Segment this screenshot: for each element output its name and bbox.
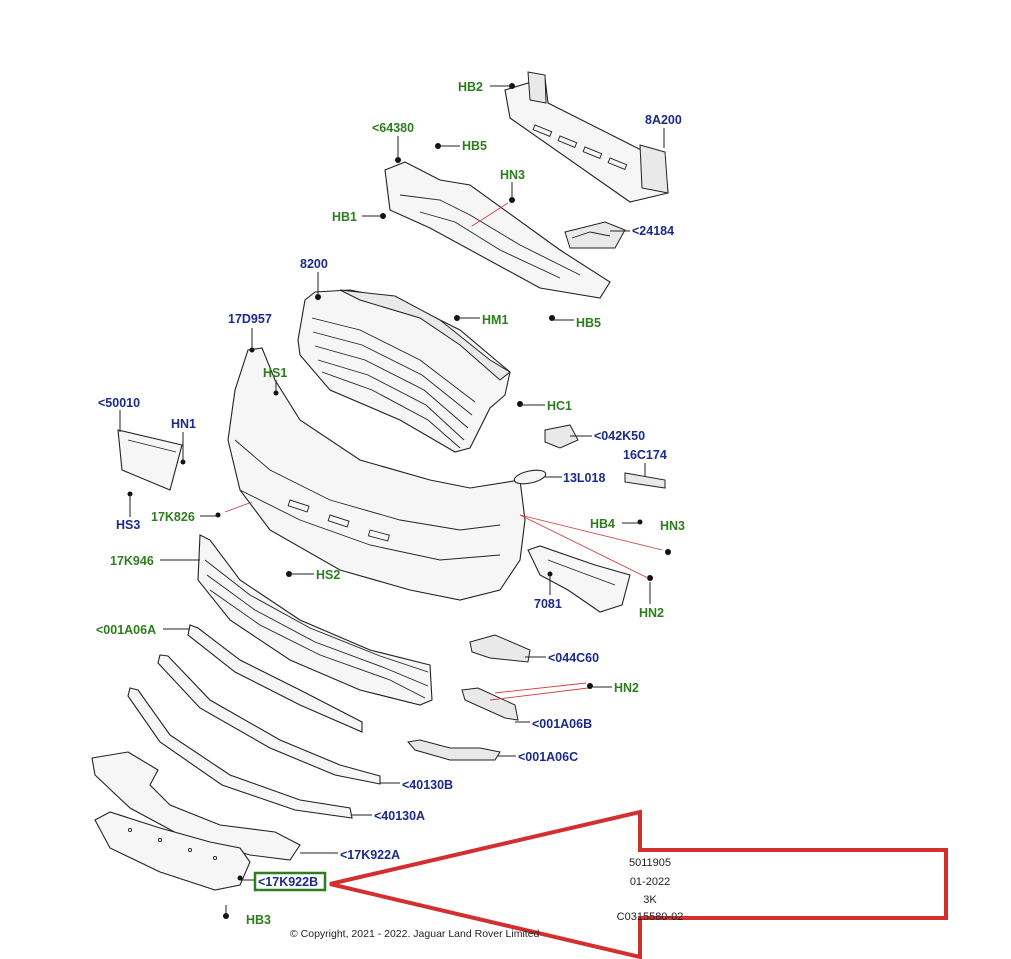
doc-code: C0315580-02 xyxy=(617,911,684,923)
part-17k922b-undertray xyxy=(94,811,251,891)
part-8a200-bracket xyxy=(504,71,669,203)
callout-hc1: HC1 xyxy=(547,399,572,413)
callout-001a06b: <001A06B xyxy=(532,717,592,731)
part-17k922a-undertray xyxy=(91,751,301,861)
doc-revision: 3K xyxy=(643,894,657,906)
callout-8200: 8200 xyxy=(300,257,328,271)
callout-7081: 7081 xyxy=(534,597,562,611)
callout-hs3: HS3 xyxy=(116,518,140,532)
callout-50010: <50010 xyxy=(98,396,140,410)
document-meta: 5011905 01-2022 3K C0315580-02 xyxy=(617,857,684,923)
part-24184-bracket xyxy=(564,221,626,249)
callout-16c174: 16C174 xyxy=(623,448,667,462)
callout-hb5-top: HB5 xyxy=(462,139,487,153)
callout-13l018: 13L018 xyxy=(563,471,605,485)
callout-042k50: <042K50 xyxy=(594,429,645,443)
part-001a06c-trim xyxy=(407,739,501,761)
part-7081-side-bracket xyxy=(527,545,631,613)
part-001a06b-bracket xyxy=(461,687,519,721)
part-50010-plate-bracket xyxy=(117,429,183,491)
callout-24184: <24184 xyxy=(632,224,674,238)
callout-hb2: HB2 xyxy=(458,80,483,94)
part-16c174-strip xyxy=(624,472,666,489)
callout-8a200: 8A200 xyxy=(645,113,682,127)
part-17d957-bumper-cover xyxy=(227,347,526,601)
callout-hm1: HM1 xyxy=(482,313,508,327)
callout-labels: HB2 8A200 <64380 HB5 HN3 HB1 <24184 8200… xyxy=(96,80,685,927)
callout-hn2-mid: HN2 xyxy=(639,606,664,620)
part-17k946-lower-grille xyxy=(197,534,433,706)
callout-hn1: HN1 xyxy=(171,417,196,431)
callout-17k922b: <17K922B xyxy=(258,875,318,889)
highlight-box-17k922b xyxy=(253,871,327,892)
callout-001a06a: <001A06A xyxy=(96,623,156,637)
part-042k50-clip xyxy=(544,424,579,449)
callout-hs1: HS1 xyxy=(263,366,287,380)
callout-17k922a: <17K922A xyxy=(340,848,400,862)
callout-hn2-low: HN2 xyxy=(614,681,639,695)
callout-hs2: HS2 xyxy=(316,568,340,582)
leader-lines xyxy=(119,85,665,916)
callout-17k826: 17K826 xyxy=(151,510,195,524)
part-13l018-cap xyxy=(513,469,547,485)
part-40130a-strip xyxy=(127,687,353,819)
callout-hb5-mid: HB5 xyxy=(576,316,601,330)
doc-date: 01-2022 xyxy=(630,876,670,888)
part-044c60-bracket xyxy=(469,634,531,663)
copyright-notice: © Copyright, 2021 - 2022. Jaguar Land Ro… xyxy=(290,928,540,940)
part-64380-absorber xyxy=(384,161,611,299)
callout-hb3: HB3 xyxy=(246,913,271,927)
callout-001a06c: <001A06C xyxy=(518,750,578,764)
callout-17d957: 17D957 xyxy=(228,312,272,326)
callout-hb4: HB4 xyxy=(590,517,615,531)
callout-17k946: 17K946 xyxy=(110,554,154,568)
part-8200-grille xyxy=(297,289,511,453)
callout-hn3-top: HN3 xyxy=(500,168,525,182)
callout-40130a: <40130A xyxy=(374,809,425,823)
callout-64380: <64380 xyxy=(372,121,414,135)
callout-044c60: <044C60 xyxy=(548,651,599,665)
part-001a06a-trim xyxy=(187,624,363,733)
red-pointer-arrow xyxy=(329,809,948,959)
part-40130b-strip xyxy=(157,654,381,785)
callout-hn3-mid: HN3 xyxy=(660,519,685,533)
callout-40130b: <40130B xyxy=(402,778,453,792)
doc-number: 5011905 xyxy=(629,857,671,869)
callout-hb1: HB1 xyxy=(332,210,357,224)
